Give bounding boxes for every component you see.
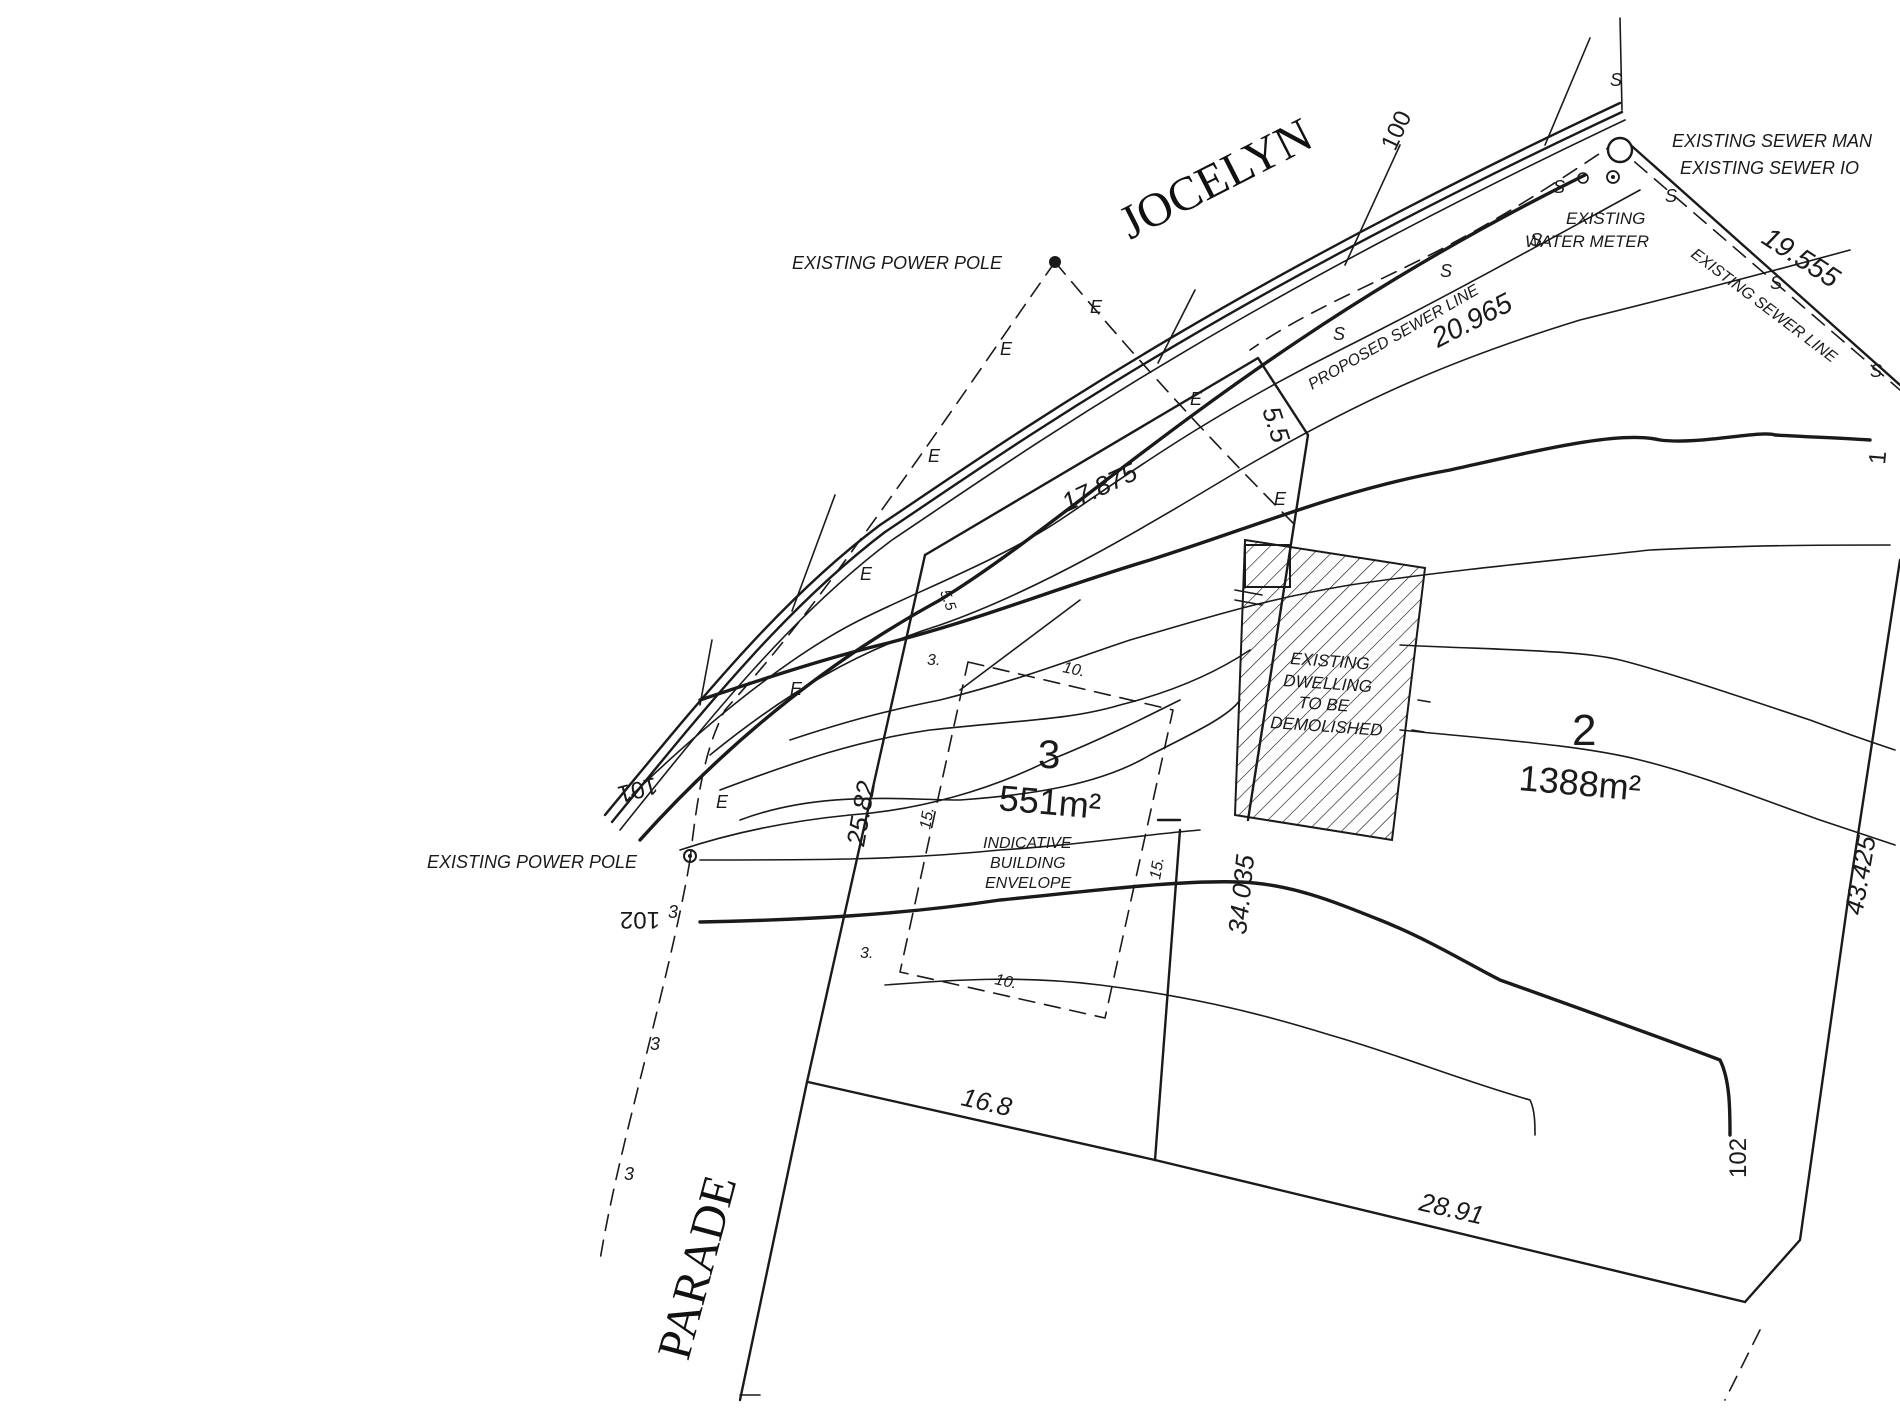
svg-text:S: S	[1870, 361, 1882, 381]
telecom-line	[599, 859, 691, 1261]
existing-dwelling	[1233, 538, 1431, 842]
envelope-dim-5-5: 5.5	[936, 588, 959, 614]
lot-2-number: 2	[1572, 706, 1596, 755]
svg-text:E: E	[860, 564, 873, 584]
svg-text:S: S	[1770, 273, 1782, 293]
svg-text:S: S	[1333, 324, 1345, 344]
svg-text:S: S	[1440, 261, 1452, 281]
svg-text:E: E	[716, 792, 729, 812]
contour-label-partial: 1	[1864, 450, 1892, 466]
contour-label-102-right: 102	[1725, 1138, 1752, 1178]
dimension-43-425: 43.425	[1838, 833, 1881, 917]
dimension-25-82: 25.82	[840, 778, 881, 849]
svg-text:E: E	[1190, 389, 1203, 409]
envelope-dim-15-left: 15.	[917, 806, 938, 831]
water-meter-icon	[1577, 172, 1589, 184]
svg-text:S: S	[1665, 186, 1677, 206]
electric-line-markers: E E E E E E E E	[716, 297, 1287, 812]
svg-text:3: 3	[624, 1164, 634, 1184]
sewer-io-icon	[1606, 170, 1620, 184]
sewer-lines	[1249, 139, 1900, 391]
label-envelope-2: BUILDING	[990, 855, 1066, 872]
label-envelope-3: ENVELOPE	[985, 875, 1072, 892]
contour-label-100: 100	[1376, 107, 1417, 155]
svg-text:3: 3	[650, 1034, 660, 1054]
svg-text:E: E	[1000, 339, 1013, 359]
svg-text:3: 3	[668, 902, 678, 922]
sewer-manhole-icon	[1606, 136, 1634, 164]
contour-label-101: 101	[615, 771, 661, 807]
svg-text:S: S	[1553, 177, 1565, 197]
svg-text:E: E	[928, 446, 941, 466]
dimension-28-91: 28.91	[1416, 1186, 1487, 1230]
telecom-line-markers: 3 3 3	[624, 902, 678, 1184]
label-power-pole-top: EXISTING POWER POLE	[792, 253, 1003, 273]
svg-text:E: E	[790, 679, 803, 699]
envelope-dim-3-top: 3.	[927, 652, 940, 669]
boundary-tick-lines	[699, 17, 1623, 706]
label-envelope-1: INDICATIVE	[983, 835, 1072, 852]
label-water-meter-1: EXISTING	[1566, 209, 1645, 228]
sewer-line-markers: S S S S S S S S	[1333, 70, 1882, 381]
street-name-parade: PARADE	[647, 1170, 747, 1365]
power-pole-top-icon	[1049, 256, 1061, 268]
contour-label-102-left: 102	[620, 906, 660, 933]
svg-text:S: S	[1610, 70, 1622, 90]
envelope-dim-10-top: 10.	[1061, 659, 1086, 680]
lot-2-area: 1388m²	[1517, 757, 1642, 808]
lot-3-number: 3	[1038, 733, 1060, 777]
envelope-dim-10-bottom: 10.	[993, 971, 1018, 992]
dimension-34-035: 34.035	[1222, 853, 1260, 936]
label-water-meter-2: WATER METER	[1525, 232, 1649, 251]
dimension-17-875: 17.875	[1057, 456, 1142, 517]
street-name-jocelyn: JOCELYN	[1111, 108, 1321, 250]
svg-text:E: E	[1274, 489, 1287, 509]
dimension-16-8: 16.8	[959, 1082, 1016, 1123]
label-power-pole-left: EXISTING POWER POLE	[427, 852, 638, 872]
label-sewer-io: EXISTING SEWER IO	[1680, 158, 1859, 178]
envelope-dim-15-right: 15.	[1147, 856, 1168, 881]
svg-text:E: E	[1090, 297, 1103, 317]
label-dwelling-3: TO BE	[1298, 693, 1351, 716]
lot-3-area: 551m²	[997, 777, 1102, 827]
electric-line	[689, 261, 1301, 861]
envelope-dim-3-bottom: 3.	[860, 945, 873, 962]
svg-text:S: S	[1530, 230, 1542, 250]
building-envelope	[899, 661, 1174, 1019]
label-sewer-manhole: EXISTING SEWER MAN	[1672, 131, 1873, 151]
power-pole-left-icon	[683, 849, 697, 863]
